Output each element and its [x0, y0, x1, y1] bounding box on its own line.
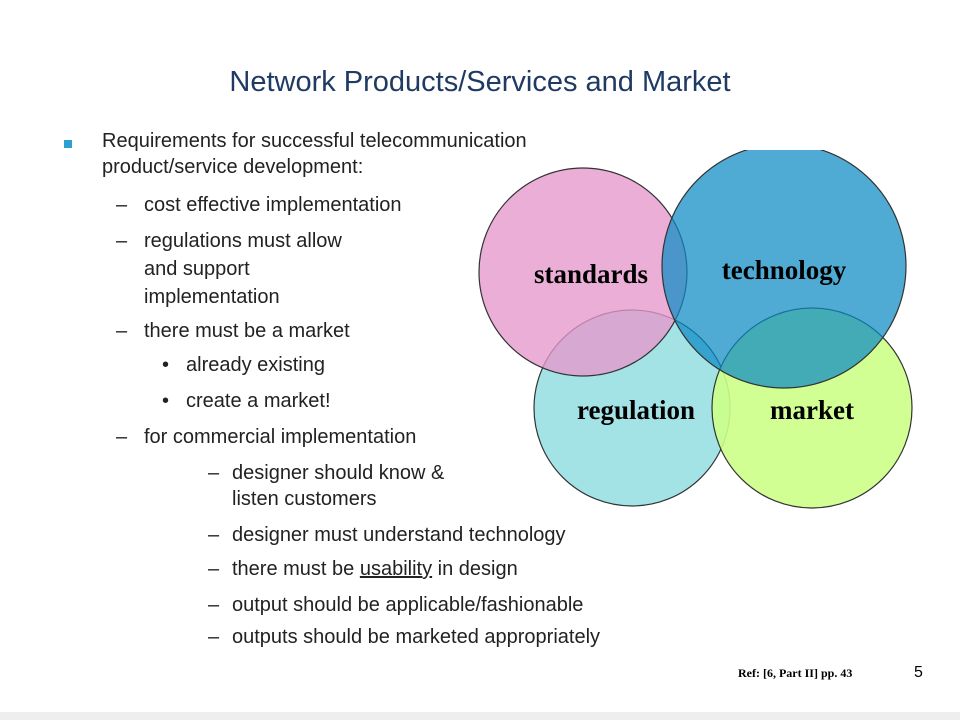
dash-marker: –: [116, 230, 128, 252]
usability-word: usability: [359, 558, 433, 580]
usability-prefix: there must be: [232, 558, 360, 580]
item-designer-know-line-2: listen customers: [232, 488, 377, 510]
label-regulation: regulation: [577, 395, 695, 425]
page-number: 5: [914, 664, 923, 681]
dot-marker: •: [162, 354, 170, 376]
venn-diagram: standards technology regulation market: [478, 150, 913, 509]
slide-title: Network Products/Services and Market: [229, 66, 731, 98]
sub-bullet-market: there must be a market: [144, 320, 350, 342]
label-technology: technology: [722, 255, 847, 285]
usability-suffix: in design: [432, 558, 518, 580]
dash-marker: –: [208, 626, 220, 648]
dash-marker: –: [208, 558, 220, 580]
main-bullet-line-1: Requirements for successful telecommunic…: [102, 130, 527, 152]
sub-bullet-regulations-line-2: and support: [144, 258, 250, 280]
dash-marker: –: [116, 426, 128, 448]
dash-marker: –: [116, 320, 128, 342]
bullet-square-icon: [64, 140, 72, 148]
item-output-applicable: output should be applicable/fashionable: [232, 594, 584, 616]
label-market: market: [770, 395, 854, 425]
label-standards: standards: [534, 259, 648, 289]
sub-bullet-commercial: for commercial implementation: [144, 426, 417, 448]
sub-sub-bullet-create: create a market!: [186, 390, 331, 412]
dash-marker: –: [208, 462, 220, 484]
item-outputs-marketed: outputs should be marketed appropriately: [232, 626, 601, 648]
item-designer-understand: designer must understand technology: [232, 524, 566, 546]
bottom-divider: [0, 712, 960, 720]
sub-sub-bullet-existing: already existing: [186, 354, 325, 376]
sub-bullet-cost: cost effective implementation: [144, 194, 402, 216]
dash-marker: –: [116, 194, 128, 216]
item-designer-know-line-1: designer should know &: [232, 462, 445, 484]
dash-marker: –: [208, 594, 220, 616]
circle-technology: [661, 150, 907, 389]
dot-marker: •: [162, 390, 170, 412]
sub-bullet-regulations-line-1: regulations must allow: [144, 230, 342, 252]
sub-bullet-regulations-line-3: implementation: [144, 286, 280, 308]
item-usability: there must be usability in design: [232, 556, 518, 582]
dash-marker: –: [208, 524, 220, 546]
reference-citation: Ref: [6, Part II] pp. 43: [738, 666, 853, 680]
main-bullet-line-2: product/service development:: [102, 156, 364, 178]
